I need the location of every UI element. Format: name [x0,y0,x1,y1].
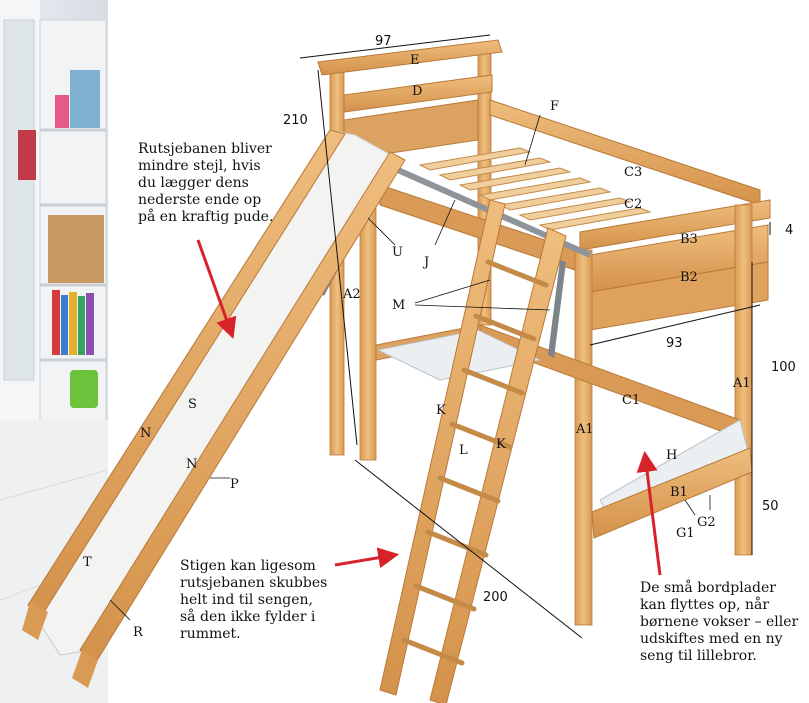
table-note-arrow [636,450,662,576]
label-e: E [410,53,420,68]
label-n-lower: N [186,457,197,472]
label-g1: G1 [676,526,695,541]
label-a1-left: A1 [575,422,594,437]
label-m: M [392,298,405,313]
slide-note-arrow [196,239,237,339]
label-u: U [392,245,403,260]
annotation-arrows [196,239,662,576]
ladder-note-line: Stigen kan ligesom [180,558,316,574]
label-b3: B3 [680,232,698,247]
table-note-line: børnene vokser – eller [640,614,799,630]
part-labels: E D F C3 C2 B3 B2 U J M A2 A1 A1 C1 K K … [83,53,751,640]
label-g2: G2 [697,515,716,530]
table-note-line: kan flyttes op, når [640,597,770,613]
label-h: H [666,448,677,463]
ladder-note-line: rummet. [180,626,241,642]
label-n-upper: N [140,426,151,441]
ladder-note-arrow [334,547,400,569]
label-b1: B1 [670,485,688,500]
dim-lower-height: 50 [762,499,779,514]
label-k-left: K [436,403,446,418]
ladder [379,199,567,703]
label-l: L [459,443,468,458]
label-d: D [412,84,422,99]
label-t: T [83,555,92,570]
dim-height-top: 210 [283,113,308,128]
ladder-note-line: rutsjebanen skubbes [180,575,328,591]
dim-width-top: 97 [375,34,392,49]
label-b2: B2 [680,270,698,285]
ladder-note-line: helt ind til sengen, [180,592,313,608]
label-r: R [133,625,144,640]
label-k-right: K [496,437,506,452]
label-j: J [422,255,429,270]
label-c3: C3 [624,165,642,180]
dim-depth: 93 [666,336,683,351]
dimension-lines [299,34,771,639]
slide [22,129,406,688]
label-a1-right: A1 [732,376,751,391]
label-c2: C2 [624,197,642,212]
slide-note-line: mindre stejl, hvis [138,158,261,174]
table-note-line: udskiftes med en ny [640,631,783,647]
leader-lines [109,114,711,621]
dim-upper-height: 100 [771,360,796,375]
dim-length: 200 [483,590,508,605]
ladder-note: Stigen kan ligesom rutsjebanen skubbes h… [180,558,327,643]
slide-note-line: nederste ende op [138,192,262,208]
label-f: F [550,99,559,114]
slide-note-line: du lægger dens [138,175,249,191]
label-s: S [188,397,197,412]
label-a2: A2 [342,287,361,302]
table-note: De små bordplader kan flyttes op, når bø… [640,580,798,665]
slide-note: Rutsjebanen bliver mindre stejl, hvis du… [138,141,273,226]
table-note-line: seng til lillebror. [640,648,757,664]
dim-thickness: 4 [785,223,793,238]
slide-note-line: Rutsjebanen bliver [138,141,272,157]
dimension-labels: 97 210 4 93 100 50 200 [283,34,796,605]
label-p: P [230,477,239,492]
table-note-line: De små bordplader [640,580,776,596]
slide-note-line: på en kraftig pude. [138,209,274,225]
bed-frame [317,39,771,626]
ladder-note-line: så den ikke fylder i [180,609,316,625]
label-c1: C1 [622,393,640,408]
